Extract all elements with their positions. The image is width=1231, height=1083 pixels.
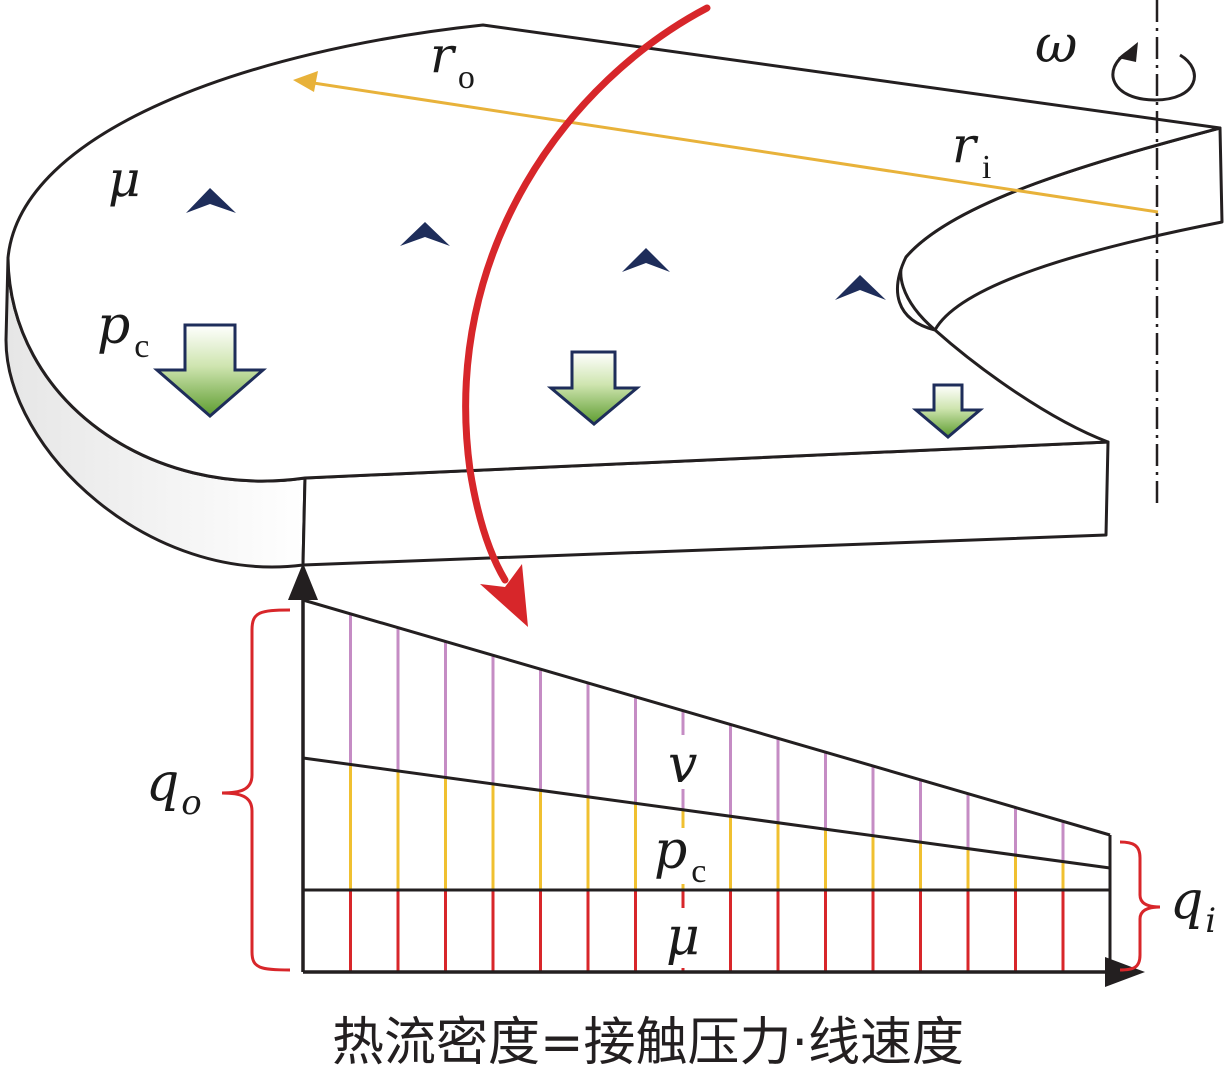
outer-radius-subscript: o bbox=[458, 59, 475, 96]
rotation-arrowhead-icon bbox=[1118, 42, 1138, 62]
inner-radius-line bbox=[306, 80, 1159, 214]
inner-flux-label: qi bbox=[1170, 871, 1216, 941]
pressure-layer-subscript: c bbox=[691, 853, 706, 890]
pressure-label-backing bbox=[652, 828, 716, 884]
angular-velocity-label: ω bbox=[1035, 15, 1077, 75]
horizontal-axis-arrowhead-icon bbox=[1105, 957, 1145, 987]
friction-layer-label: μ bbox=[666, 907, 700, 967]
pressure-top-line bbox=[302, 756, 1111, 870]
disc-sector bbox=[4, 23, 1224, 569]
heat-flow-arrowhead-icon bbox=[480, 564, 528, 627]
friction-markers bbox=[186, 188, 886, 300]
inner-flux-subscript: i bbox=[1205, 901, 1216, 941]
heat-flow-arrow bbox=[462, 4, 711, 584]
outer-flux-label: qo bbox=[146, 753, 202, 823]
inner-flux-bracket bbox=[1119, 840, 1161, 972]
friction-label-backing bbox=[662, 908, 702, 968]
marker-icon bbox=[400, 222, 450, 246]
outer-flux-subscript: o bbox=[181, 783, 201, 823]
disc-top-face bbox=[6, 23, 1222, 483]
marker-icon bbox=[835, 275, 886, 300]
velocity-top-line bbox=[302, 598, 1111, 837]
distribution-segments bbox=[349, 613, 1065, 972]
formula-caption: 热流密度=接触压力·线速度 bbox=[332, 1013, 964, 1073]
pressure-arrow-icon bbox=[546, 350, 642, 426]
friction-coefficient-label: μ bbox=[108, 150, 141, 208]
outer-radius-arrowhead-icon bbox=[293, 71, 318, 92]
outer-flux-bracket bbox=[221, 608, 291, 972]
velocity-label-backing bbox=[662, 735, 702, 789]
marker-icon bbox=[622, 248, 670, 272]
vertical-axis-arrowhead-icon bbox=[288, 563, 318, 600]
velocity-layer-label: v bbox=[668, 735, 697, 795]
pressure-arrows bbox=[152, 323, 985, 439]
rotation-arrow-icon bbox=[1111, 50, 1196, 102]
contact-pressure-subscript: c bbox=[134, 328, 149, 365]
pressure-arrow-icon bbox=[911, 383, 985, 439]
pressure-arrow-icon bbox=[152, 323, 268, 418]
marker-icon bbox=[186, 188, 236, 213]
inner-radius-subscript: i bbox=[982, 149, 991, 186]
